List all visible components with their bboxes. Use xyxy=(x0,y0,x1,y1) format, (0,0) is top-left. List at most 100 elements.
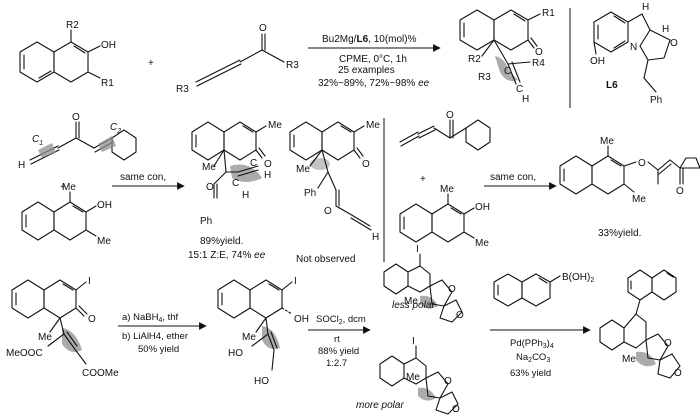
dearomatized-product-1: R1 O R2 R3 C C R4 H xyxy=(459,8,555,105)
naphthol-reactant-2: Me OH Me xyxy=(21,182,112,247)
side-product-not-observed: Me O Me Ph O H xyxy=(289,120,380,243)
step2-ratio: 1:2.7 xyxy=(326,358,347,369)
naphthol3-me-bottom-label: Me xyxy=(475,238,489,249)
naphthol-r2-label: R2 xyxy=(66,20,79,31)
cyclic-ether-more-polar: I Me O O xyxy=(379,336,460,415)
product1-o-label: O xyxy=(535,47,543,58)
naphthylboronic-acid: B(OH)2 xyxy=(493,272,594,307)
side-o-ring-label: O xyxy=(362,159,370,170)
lesspolar-o2-label: O xyxy=(456,310,464,321)
diol-ho-upper-label: HO xyxy=(228,348,243,359)
product2-h2-label: H xyxy=(242,190,249,201)
product2-ratio-ee: 15:1 Z:E, 74% ee xyxy=(188,250,266,261)
condition-catalyst: Bu2Mg/L6, 10(mol)% xyxy=(322,34,417,45)
product2-ph-label: Ph xyxy=(200,216,212,227)
step2-reagent: SOCl2, dcm xyxy=(316,314,366,326)
sm-o-label: O xyxy=(88,314,96,325)
naphthol2-me-top-label: Me xyxy=(62,182,76,193)
product2-c1-label: C xyxy=(232,178,239,189)
ligand-h2-label: H xyxy=(662,24,669,35)
enynone-o-label: O xyxy=(72,112,80,123)
product1-r1-label: R1 xyxy=(542,8,555,19)
step2-yield: 88% yield xyxy=(318,346,359,357)
ligand-o-label: O xyxy=(670,38,678,49)
product3-o-keto-label: O xyxy=(676,186,684,197)
side-me-top-label: Me xyxy=(366,120,380,131)
diester-starting-material: I O Me MeOOC COOMe xyxy=(6,276,119,379)
allenone-o-label: O xyxy=(446,110,454,121)
naphthol2-oh-label: OH xyxy=(97,200,112,211)
morepolar-me-label: Me xyxy=(406,372,420,383)
product3-me-top-label: Me xyxy=(600,136,614,147)
naphthol-r1-label: R1 xyxy=(101,78,114,89)
alkynone-reactant: O R3 R3 xyxy=(176,23,299,95)
final-me-label: Me xyxy=(622,354,636,365)
product-row3-ether: Me O Me O xyxy=(559,136,700,205)
ligand-h1-label: H xyxy=(642,2,649,13)
enynone-c1-label: C1 xyxy=(32,134,43,147)
cyclic-ether-less-polar: I Me O O xyxy=(383,244,464,323)
diol-intermediate: I OH Me HO HO xyxy=(217,276,309,387)
diol-oh-label: OH xyxy=(294,314,309,325)
final-o1-label: O xyxy=(664,338,672,349)
product2-o-ring-label: O xyxy=(264,159,272,170)
ligand-oh-label: OH xyxy=(590,56,605,67)
step1-reagent-a: a) NaBH4, thf xyxy=(122,312,179,324)
naphthol2-me-bottom-label: Me xyxy=(97,236,111,247)
morepolar-o2-label: O xyxy=(452,404,460,415)
product-row2-major: Me O Me O C C H H Ph xyxy=(191,120,282,227)
product1-r2-label: R2 xyxy=(468,54,481,65)
conditions-row3: same con, xyxy=(490,172,536,183)
plus-sign-2: + xyxy=(60,182,66,193)
step3-yield: 63% yield xyxy=(510,368,551,379)
condition-solvent: CPME, 0°C, 1h xyxy=(339,54,407,65)
side-ph-label: Ph xyxy=(304,188,316,199)
naphthol-oh-label: OH xyxy=(101,40,116,51)
product2-o-keto-label: O xyxy=(206,182,214,193)
product2-c2-label: C xyxy=(250,158,257,169)
product2-h1-label: H xyxy=(264,170,271,181)
side-o-keto-label: O xyxy=(324,206,332,217)
side-h-label: H xyxy=(372,232,379,243)
product3-yield: 33%yield. xyxy=(598,228,641,239)
final-coupled-product: Me O O xyxy=(599,269,682,379)
product1-r4-label: R4 xyxy=(532,58,545,69)
ligand-name-label: L6 xyxy=(606,80,618,91)
condition-scope: 25 examples xyxy=(338,65,395,76)
morepolar-i-label: I xyxy=(412,336,415,347)
sm-meooc-label: MeOOC xyxy=(6,348,43,359)
product1-c1-label: C xyxy=(504,66,511,77)
final-o2-label: O xyxy=(674,368,682,379)
enynone-h-label: H xyxy=(18,160,25,171)
sm-coome-label: COOMe xyxy=(82,368,119,379)
step3-catalyst: Pd(PPh3)4 xyxy=(510,338,554,350)
ligand-ph-label: Ph xyxy=(650,95,662,106)
product2-me-top-label: Me xyxy=(268,120,282,131)
side-me-quat-label: Me xyxy=(296,164,310,175)
less-polar-label: less polar xyxy=(392,300,435,311)
more-polar-label: more polar xyxy=(356,400,404,411)
sm-i-label: I xyxy=(88,276,91,287)
product1-c2-label: C xyxy=(516,84,523,95)
morepolar-o1-label: O xyxy=(444,376,452,387)
product1-h-label: H xyxy=(522,94,529,105)
naphthol-reactant-1: R2 OH R1 xyxy=(19,20,116,89)
naphthol-reactant-3: Me OH Me xyxy=(399,184,490,249)
product3-me-ring-label: Me xyxy=(632,194,646,205)
alkynone-o-label: O xyxy=(259,23,267,34)
step1-reagent-b: b) LiAlH4, ether xyxy=(122,331,188,342)
product2-yield: 89%yield. xyxy=(200,236,243,247)
product1-r3-label: R3 xyxy=(478,72,491,83)
plus-sign-3: + xyxy=(420,174,426,185)
ligand-n-label: N xyxy=(630,42,637,53)
lesspolar-i-label: I xyxy=(416,244,419,255)
step1-yield: 50% yield xyxy=(138,344,179,355)
step2-temp: rt xyxy=(334,334,340,345)
alkynone-r3-left-label: R3 xyxy=(176,84,189,95)
lesspolar-me-label: Me xyxy=(404,296,418,307)
lesspolar-o1-label: O xyxy=(448,284,456,295)
ligand-l6-structure: OH H H N O Ph L6 xyxy=(590,2,678,106)
diol-me-label: Me xyxy=(242,332,256,343)
product2-me-quat-label: Me xyxy=(202,162,216,173)
